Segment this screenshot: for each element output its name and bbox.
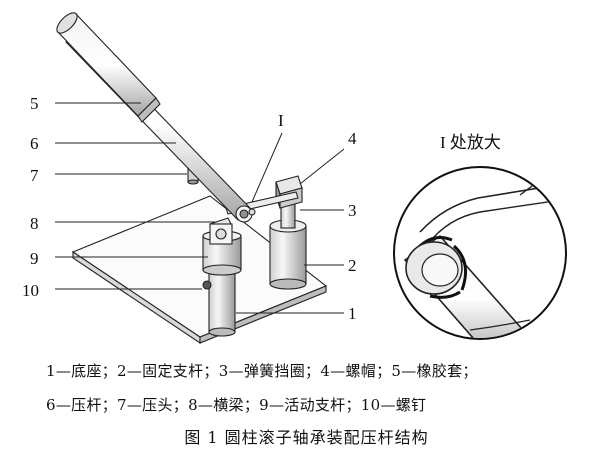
- screw: [202, 280, 212, 290]
- part-label-10: 10: [22, 281, 39, 300]
- detail-view: [393, 166, 567, 340]
- spring-retainer-ring: [235, 205, 256, 223]
- part-label-7: 7: [30, 166, 39, 185]
- part-label-1: 1: [348, 304, 357, 323]
- part-label-3: 3: [348, 201, 357, 220]
- nut: [275, 175, 303, 209]
- figure-caption: 图 1 圆柱滚子轴承装配压杆结构: [184, 428, 429, 447]
- part-number-labels: 5 6 7 8 9 10 4 3 2 1 I: [22, 94, 357, 323]
- part-label-5: 5: [30, 94, 39, 113]
- part-label-9: 9: [30, 249, 39, 268]
- leader-lines: [55, 102, 345, 314]
- part-label-8: 8: [30, 214, 39, 233]
- rubber-sleeve: [56, 12, 161, 123]
- part-label-4: 4: [348, 129, 357, 148]
- detail-view-title: I 处放大: [440, 133, 501, 152]
- detail-marker-label: I: [278, 111, 284, 130]
- fixed-support-rod: [269, 196, 307, 290]
- part-label-6: 6: [30, 134, 39, 153]
- legend-line-2: 6—压杆；7—压头；8—横梁；9—活动支杆；10—螺钉: [46, 396, 427, 414]
- legend-line-1: 1—底座；2—固定支杆；3—弹簧挡圈；4—螺帽；5—橡胶套；: [46, 362, 478, 380]
- part-label-2: 2: [348, 256, 357, 275]
